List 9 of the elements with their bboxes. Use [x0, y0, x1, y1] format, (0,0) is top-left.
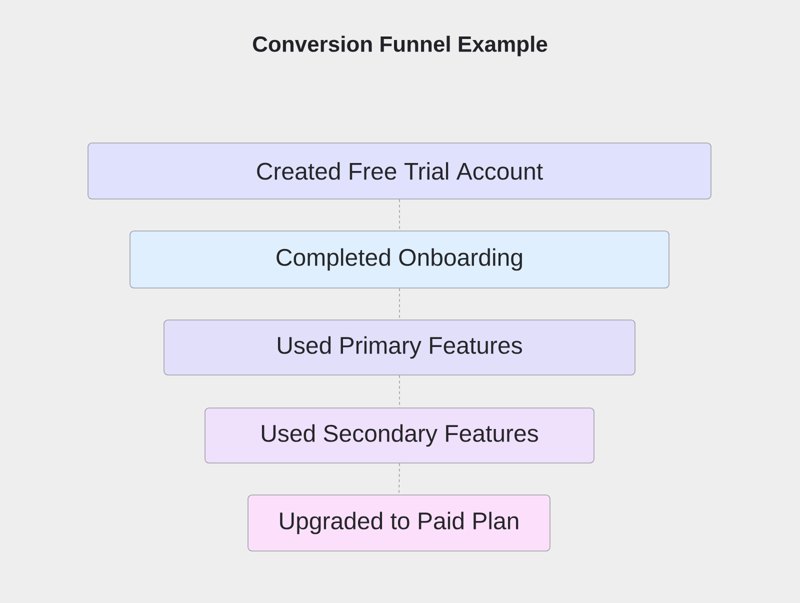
step-box: Used Secondary Features [204, 408, 594, 464]
step-box: Completed Onboarding [130, 230, 670, 288]
title: Conversion Funnel Example [252, 36, 548, 56]
connector-line [398, 463, 400, 495]
step-box: Created Free Trial Account [88, 142, 712, 200]
step-box: Upgraded to Paid Plan [248, 494, 550, 552]
step-box: Used Primary Features [164, 320, 636, 376]
connector-line [399, 199, 400, 231]
connector-line [399, 288, 400, 320]
